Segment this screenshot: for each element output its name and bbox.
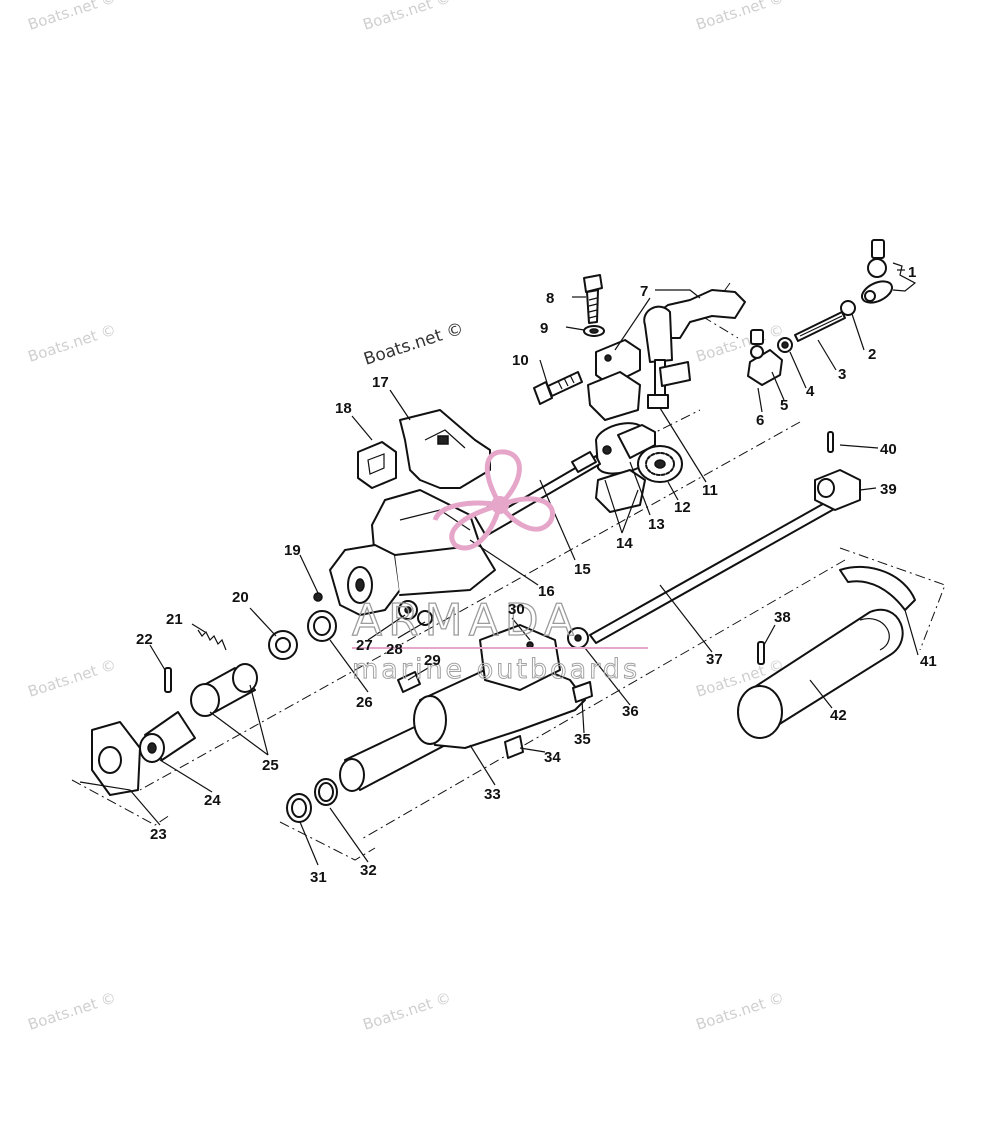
leader-lines <box>71 269 946 866</box>
part-label-6: 6 <box>756 412 764 429</box>
part-26-washer <box>307 610 337 642</box>
part-label-15: 15 <box>574 561 591 578</box>
part-label-1: 1 <box>908 264 916 281</box>
brand-tagline: marine outboards <box>352 654 640 685</box>
part-label-39: 39 <box>880 481 897 498</box>
part-13-14-clamp <box>587 339 649 513</box>
part-19-screw <box>313 592 323 602</box>
part-label-35: 35 <box>574 731 591 748</box>
armada-logo: ARMADA marine outboards <box>351 449 648 686</box>
watermark-text: Boats.net © <box>26 320 119 365</box>
watermark-text-center: Boats.net © <box>361 319 466 370</box>
part-label-36: 36 <box>622 703 639 720</box>
part-label-9: 9 <box>540 320 548 337</box>
part-label-29: 29 <box>424 652 441 669</box>
part-label-30: 30 <box>508 601 525 618</box>
part-34-screw <box>504 735 524 759</box>
part-label-7: 7 <box>640 283 648 300</box>
part-7-shift-lever <box>643 289 746 409</box>
watermark-text: Boats.net © <box>26 988 119 1033</box>
part-9-washer <box>583 325 605 337</box>
part-label-25: 25 <box>262 757 279 774</box>
part-label-12: 12 <box>674 499 691 516</box>
part-39-collar <box>814 469 861 511</box>
part-label-42: 42 <box>830 707 847 724</box>
part-5-6-bracket <box>747 329 783 386</box>
part-label-19: 19 <box>284 542 301 559</box>
watermark-text: Boats.net © <box>26 655 119 700</box>
part-29-screw <box>397 671 421 693</box>
part-label-26: 26 <box>356 694 373 711</box>
part-33-steering-tube <box>339 624 586 792</box>
part-27-28-nut <box>398 600 433 626</box>
part-label-33: 33 <box>484 786 501 803</box>
part-label-32: 32 <box>360 862 377 879</box>
part-31-ring <box>286 793 312 823</box>
brand-name: ARMADA <box>352 595 580 646</box>
part-label-3: 3 <box>838 366 846 383</box>
part-21-spring <box>197 629 227 651</box>
part-label-28: 28 <box>386 641 403 658</box>
part-35-screw <box>572 681 593 703</box>
part-label-2: 2 <box>868 346 876 363</box>
part-label-16: 16 <box>538 583 555 600</box>
part-number-labels: 1 2 3 4 5 6 7 8 9 10 11 12 13 14 15 16 1… <box>136 264 937 886</box>
part-42-tube <box>737 608 904 739</box>
watermark-text: Boats.net © <box>26 0 119 34</box>
part-label-10: 10 <box>512 352 529 369</box>
part-label-27: 27 <box>356 637 373 654</box>
watermark-text: Boats.net © <box>361 988 454 1033</box>
watermark-text: Boats.net © <box>694 0 787 34</box>
part-label-18: 18 <box>335 400 352 417</box>
propeller-hub <box>491 496 509 514</box>
part-label-22: 22 <box>136 631 153 648</box>
part-label-31: 31 <box>310 869 327 886</box>
part-16-swivel-housing <box>329 489 496 616</box>
part-label-23: 23 <box>150 826 167 843</box>
part-label-13: 13 <box>648 516 665 533</box>
part-label-4: 4 <box>806 383 815 400</box>
part-label-11: 11 <box>702 482 718 499</box>
part-40-pin <box>827 431 834 453</box>
part-18-block <box>357 441 397 489</box>
part-label-34: 34 <box>544 749 561 766</box>
part-32-ring <box>314 778 338 806</box>
part-11-gear-housing <box>617 424 656 459</box>
part-25-coupler <box>190 663 258 717</box>
part-label-21: 21 <box>166 611 183 628</box>
part-38-pin <box>757 641 765 665</box>
part-label-20: 20 <box>232 589 249 606</box>
part-22-pin <box>164 667 172 693</box>
part-label-17: 17 <box>372 374 389 391</box>
part-17-bracket <box>399 409 491 489</box>
part-10-bolt <box>533 371 583 405</box>
part-41-cover <box>839 565 916 611</box>
part-label-41: 41 <box>920 653 937 670</box>
part-label-8: 8 <box>546 290 554 307</box>
part-label-14: 14 <box>616 535 633 552</box>
part-2-4-link-rod <box>777 300 856 353</box>
part-label-24: 24 <box>204 792 221 809</box>
watermark-text: Boats.net © <box>694 988 787 1033</box>
part-label-37: 37 <box>706 651 723 668</box>
part-label-40: 40 <box>880 441 897 458</box>
part-label-5: 5 <box>780 397 788 414</box>
part-24-bushing <box>139 711 196 763</box>
part-12-gear <box>637 445 683 483</box>
watermark-text: Boats.net © <box>361 0 454 34</box>
part-label-38: 38 <box>774 609 791 626</box>
part-20-bushing <box>268 630 298 660</box>
parts-drawing <box>71 239 946 866</box>
part-23-plate <box>91 721 141 796</box>
part-8-bolt <box>583 274 603 324</box>
part-1-ball-joint <box>861 239 917 304</box>
